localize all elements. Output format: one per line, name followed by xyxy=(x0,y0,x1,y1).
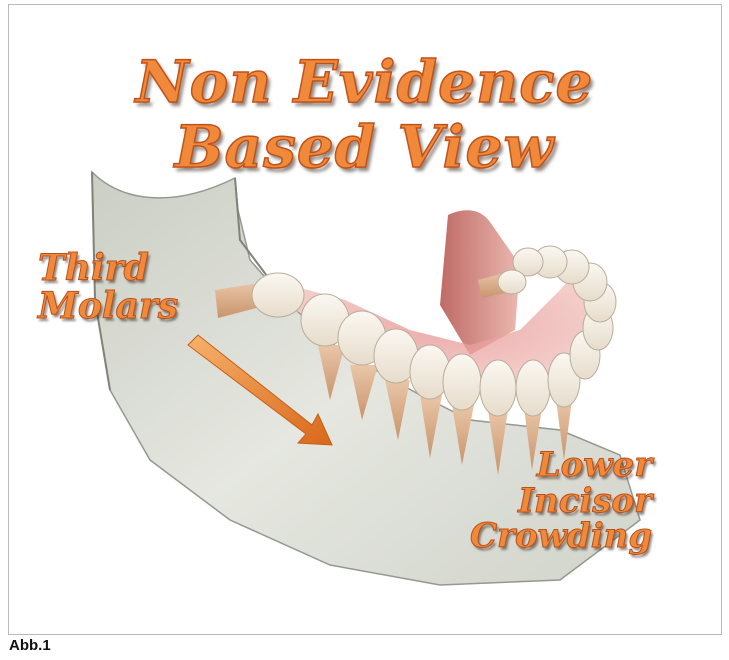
figure-caption: Abb.1 xyxy=(9,637,51,654)
title-line-2: Based View xyxy=(0,113,729,181)
label-line: Lower xyxy=(470,448,652,484)
lower-incisor-crowding-label: Lower Incisor Crowding xyxy=(470,448,652,555)
label-line: Incisor xyxy=(470,484,652,520)
third-molars-label: Third Molars xyxy=(38,250,178,326)
title-line-1: Non Evidence xyxy=(0,48,729,116)
label-line: Crowding xyxy=(470,519,652,555)
label-line: Molars xyxy=(38,288,178,326)
label-line: Third xyxy=(38,250,178,288)
